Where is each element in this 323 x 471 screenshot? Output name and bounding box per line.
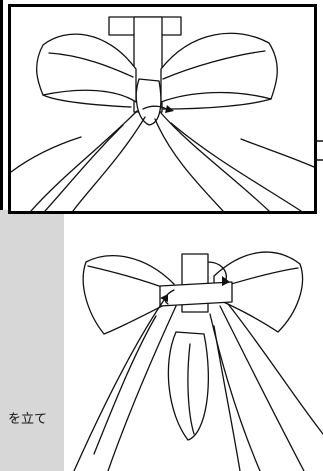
- bow-wrap-step-illustration: [73, 251, 323, 471]
- right-edge-marks: [315, 140, 323, 162]
- left-margin: [0, 0, 8, 395]
- left-border-line: [0, 0, 3, 395]
- bow-knot-step-illustration: [11, 16, 314, 211]
- top-illustration-panel: [8, 4, 317, 214]
- step-caption: を立て: [8, 412, 48, 427]
- bottom-illustration-panel: [64, 214, 323, 471]
- left-gray-column: [0, 210, 64, 471]
